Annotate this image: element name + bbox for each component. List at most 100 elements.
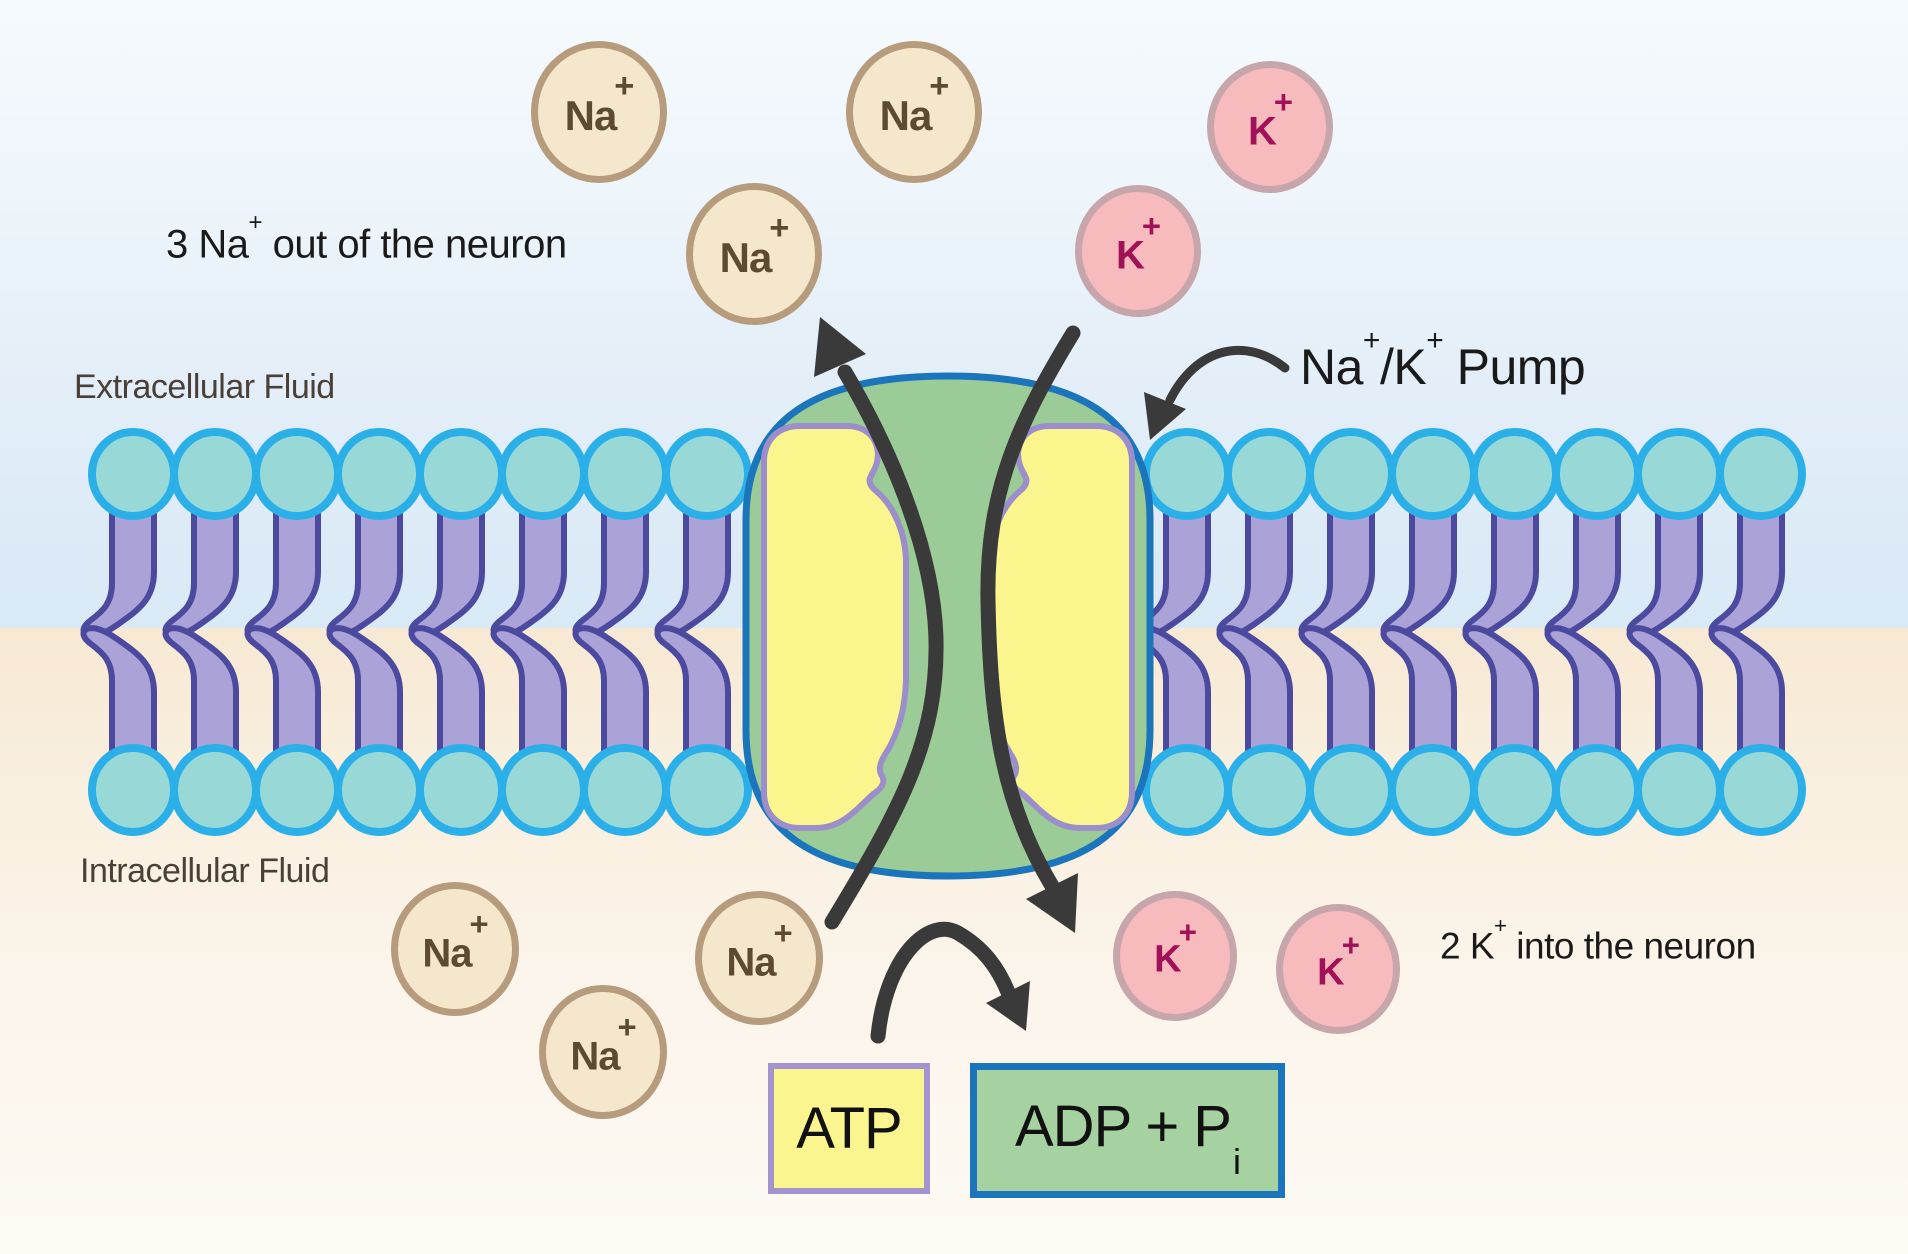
ion-label: Na [422,931,472,976]
ion-label: K [1115,233,1145,278]
phospholipid-head-upper [1470,428,1560,520]
phospholipid-tail-upper [1216,505,1293,639]
caption-text: Na [1300,339,1363,395]
ion-label: K [1154,938,1181,981]
caption-pump: Na+/K+ Pump [1300,324,1586,396]
phospholipid-tail-upper [1626,505,1703,639]
phospholipid-head-upper [1224,428,1314,520]
ion-na-intracellular-3: Na+ [539,985,667,1119]
phospholipid-head-upper [334,428,424,520]
phospholipid-tail-lower [572,625,649,759]
plus-sign: + [1341,927,1360,963]
phospholipid-head-lower [1634,744,1724,836]
phospholipid-tail-upper [80,505,157,639]
plus-sign: + [469,905,489,943]
phospholipid-tail-lower [326,625,403,759]
ion-label: K [1317,951,1344,994]
phospholipid-head-lower [252,744,342,836]
ion-label: K [1247,109,1277,154]
ion-k-intracellular-1: K+ [1113,891,1237,1021]
phospholipid-head-lower [170,744,260,836]
phospholipid-tails [80,505,1785,759]
plus-sign: + [769,209,789,248]
ion-na-extracellular-3: Na+ [686,183,822,325]
phospholipid-head-lower [580,744,670,836]
superscript-plus: + [248,208,263,236]
phospholipid-head-upper [1306,428,1396,520]
phospholipid-tail-upper [1380,505,1457,639]
phospholipid-tail-upper [1708,505,1785,639]
caption-text: 3 Na [166,222,249,267]
phospholipid-tail-lower [654,625,731,759]
atp-adp-arrow [870,921,1016,1044]
phospholipid-head-lower [334,744,424,836]
phospholipid-heads [88,428,1806,836]
plus-sign: + [1273,83,1293,121]
ion-label: Na [879,91,933,139]
phospholipid-tail-lower [490,625,567,759]
phospholipid-head-lower [1306,744,1396,836]
phospholipid-tail-upper [1544,505,1621,639]
caption-k-in: 2 K+ into the neuron [1440,913,1756,967]
phospholipid-tail-upper [1298,505,1375,639]
phospholipid-tail-lower [1708,625,1785,759]
phospholipid-tail-upper [244,505,321,639]
ion-label: Na [726,940,776,985]
phospholipid-tail-lower [1380,625,1457,759]
atp-box: ATP [768,1063,930,1194]
plus-sign: + [929,67,949,106]
caption-text: out of the neuron [262,222,567,267]
adp-box: ADP + Pi [970,1063,1285,1198]
transport-arrows [814,317,1290,1044]
phospholipid-head-upper [252,428,342,520]
k-in-arrow [980,325,1081,894]
atp-label: ATP [796,1096,902,1161]
ion-k-extracellular-1: K+ [1207,61,1333,193]
plus-sign: + [1141,207,1161,245]
ion-na-extracellular-1: Na+ [531,41,667,183]
na-out-arrowhead [814,317,866,377]
phospholipid-head-lower [1470,744,1560,836]
phospholipid-tail-lower [1544,625,1621,759]
phospholipid-head-upper [416,428,506,520]
pump-pointer-arrowhead [1144,392,1186,440]
adp-label: ADP + P [1015,1094,1232,1160]
phospholipid-head-upper [1142,428,1232,520]
ion-na-intracellular-1: Na+ [391,882,519,1016]
phospholipid-head-lower [1388,744,1478,836]
phospholipid-head-lower [498,744,588,836]
phospholipid-head-lower [1142,744,1232,836]
phospholipid-tail-lower [1462,625,1539,759]
k-in-arrowhead [1026,873,1078,933]
caption-na-out: 3 Na+ out of the neuron [166,209,567,267]
superscript-plus: + [1426,323,1444,357]
pump-pointer-arrow [1165,345,1290,405]
ion-na-extracellular-2: Na+ [846,41,982,183]
phospholipid-tail-upper [572,505,649,639]
plus-sign: + [617,1008,637,1046]
plus-sign: + [1178,914,1197,950]
superscript-plus: + [1494,912,1507,938]
ion-k-intracellular-2: K+ [1276,904,1400,1034]
phospholipid-head-lower [1224,744,1314,836]
ion-label: Na [570,1034,620,1079]
ion-na-intracellular-2: Na+ [695,891,823,1025]
phospholipid-head-lower [88,744,178,836]
na-out-arrow [824,364,944,930]
phospholipid-head-lower [416,744,506,836]
phospholipid-tail-lower [80,625,157,759]
phospholipid-tail-lower [1298,625,1375,759]
phospholipid-tail-lower [1626,625,1703,759]
phospholipid-tail-lower [244,625,321,759]
plus-sign: + [614,67,634,106]
ion-label: Na [564,91,618,139]
phospholipid-tail-upper [1462,505,1539,639]
phospholipid-head-upper [1388,428,1478,520]
ion-label: Na [719,233,773,281]
sodium-potassium-pump [742,372,1154,880]
atp-adp-arrowhead [986,981,1030,1031]
label-extracellular-fluid: Extracellular Fluid [74,368,335,406]
caption-text: Pump [1443,339,1586,395]
phospholipid-head-lower [662,744,752,836]
